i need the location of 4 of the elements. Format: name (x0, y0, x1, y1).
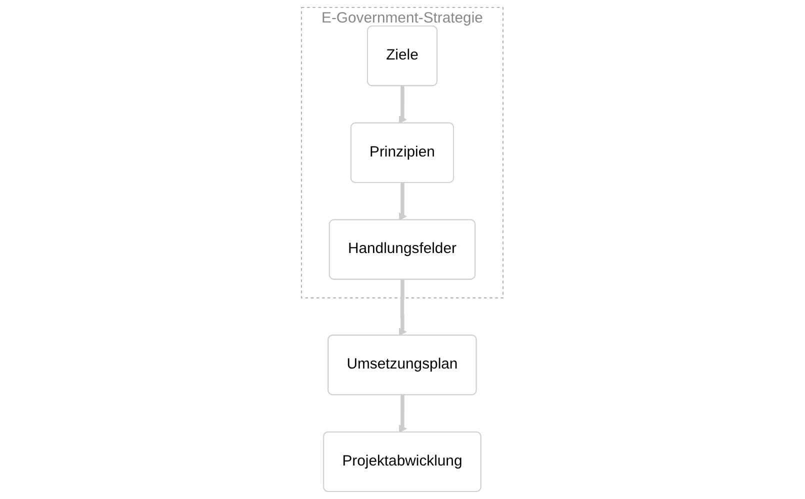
arrow (398, 181, 407, 221)
arrow (398, 84, 407, 124)
arrow (398, 393, 407, 433)
arrow (398, 278, 407, 336)
